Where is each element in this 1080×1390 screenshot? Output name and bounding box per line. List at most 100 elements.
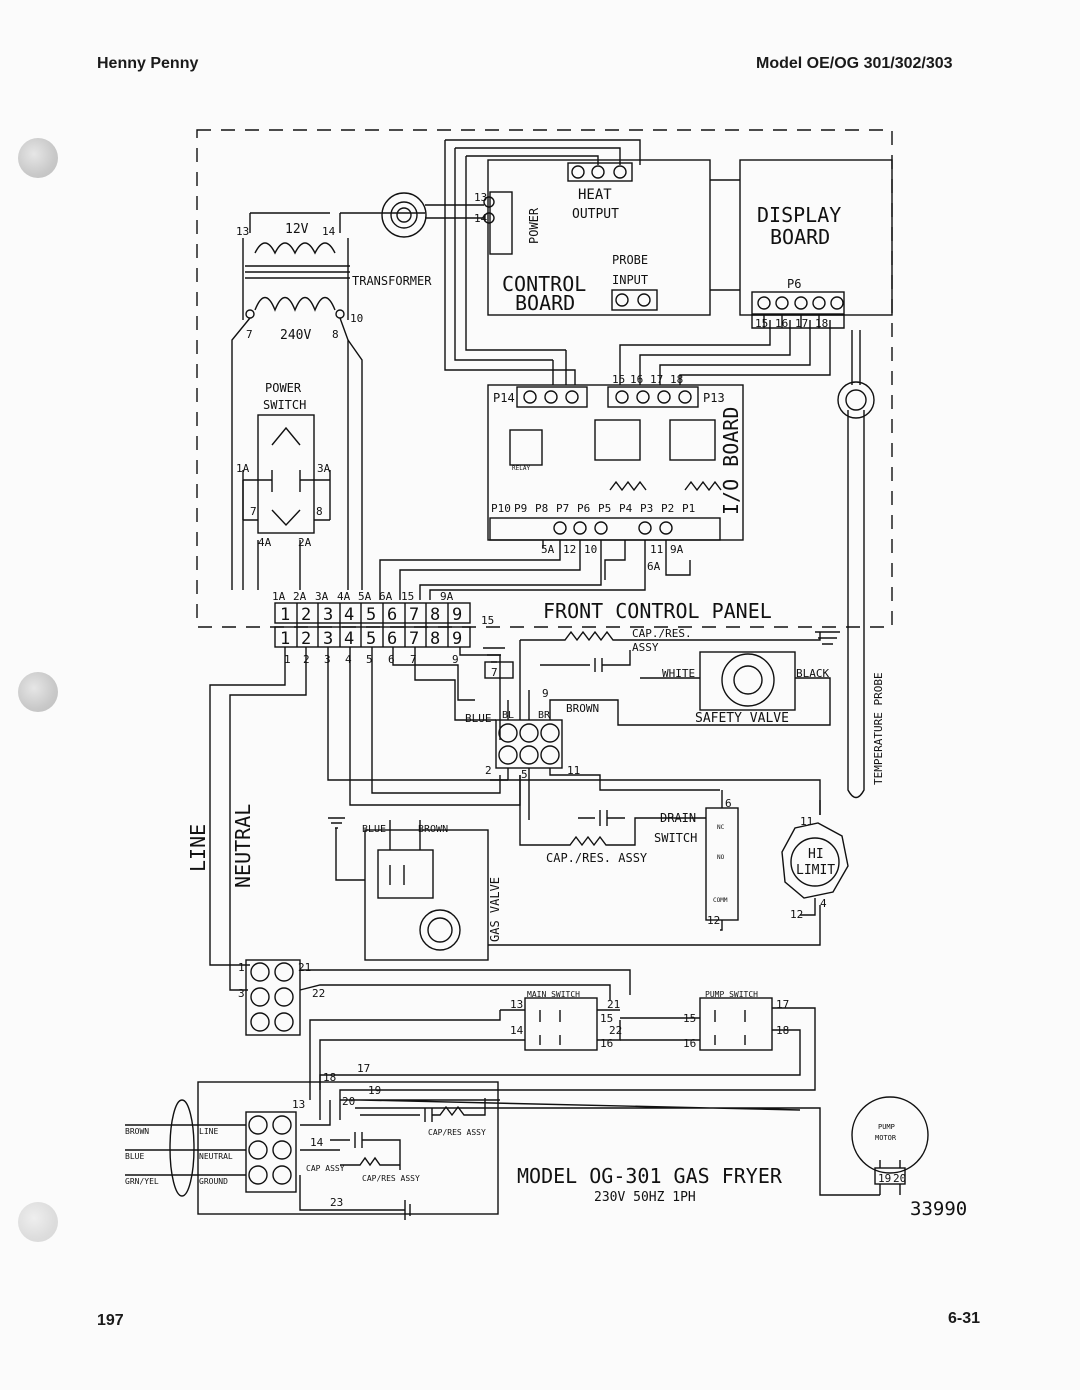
- strip-num-4: 4: [344, 605, 354, 625]
- power-label: POWER: [527, 207, 541, 244]
- wire-color-grnyel: GRN/YEL: [125, 1177, 159, 1186]
- io-pin-p7: P7: [556, 502, 569, 515]
- strip-top-2a: 2A: [293, 590, 307, 603]
- neutral-label: NEUTRAL: [231, 804, 255, 888]
- switch-label: SWITCH: [654, 831, 697, 845]
- current-sensor-ring: [381, 192, 427, 238]
- pump-label: PUMP: [878, 1123, 895, 1131]
- io-pin-p6: P6: [577, 502, 590, 515]
- wire-9a: 9A: [670, 543, 684, 556]
- center-connector: [495, 719, 563, 769]
- power-switch-line2: SWITCH: [263, 398, 306, 412]
- wire-1: 1: [238, 961, 245, 974]
- wire-11-limit: 11: [800, 815, 813, 828]
- display-pin-16: 16: [775, 317, 788, 330]
- wire-7: 7: [246, 328, 253, 341]
- wire-21: 21: [298, 961, 311, 974]
- strip-num-lower-6: 6: [387, 629, 397, 649]
- display-pin-15: 15: [755, 317, 768, 330]
- bl-label: BL: [502, 710, 514, 721]
- strip-num-lower-2: 2: [301, 629, 311, 649]
- strip-num-lower-3: 3: [323, 629, 333, 649]
- motor-20: 20: [893, 1172, 906, 1185]
- relay: [509, 429, 543, 466]
- pump-switch: [699, 997, 773, 1051]
- black-label: BLACK: [796, 667, 829, 680]
- strip-bottom-9: 9: [452, 653, 459, 666]
- wire-12-drain: 12: [707, 914, 720, 927]
- wire-22: 22: [312, 987, 325, 1000]
- strip-top-6a: 6A: [379, 590, 393, 603]
- wire-10-io: 10: [584, 543, 597, 556]
- wire-19: 19: [368, 1084, 381, 1097]
- wire-8: 8: [332, 328, 339, 341]
- strip-num-8: 8: [430, 605, 440, 625]
- wire-9: 9: [542, 687, 549, 700]
- ground-7: 7: [491, 666, 498, 679]
- wire-4a: 4A: [258, 536, 272, 549]
- io-pin-15: 15: [612, 373, 625, 386]
- temperature-probe-head: [837, 381, 875, 419]
- cord-strain-relief: [169, 1099, 195, 1197]
- comm-label: COMM: [713, 897, 728, 904]
- strip-top-15: 15: [401, 590, 414, 603]
- wire-15-strip: 15: [481, 614, 494, 627]
- header-model: Model OE/OG 301/302/303: [756, 55, 953, 72]
- wire-5a: 5A: [541, 543, 555, 556]
- wire-14: 14: [474, 212, 488, 225]
- cap-res-assy2-label: CAP./RES. ASSY: [546, 851, 648, 865]
- wire-2: 2: [485, 764, 492, 777]
- strip-top-9a: 9A: [440, 590, 454, 603]
- wire-11: 11: [567, 764, 580, 777]
- wire-5: 5: [521, 768, 528, 781]
- wire-17: 17: [357, 1062, 370, 1075]
- strip-top-1a: 1A: [272, 590, 286, 603]
- main-switch-21: 21: [607, 998, 620, 1011]
- brown-label: BROWN: [566, 702, 599, 715]
- wire-14-transformer: 14: [322, 225, 336, 238]
- main-switch-16: 16: [600, 1037, 613, 1050]
- front-control-panel-boundary: [196, 129, 893, 628]
- wire-13-transformer: 13: [236, 225, 249, 238]
- terminal-ground-label: GROUND: [199, 1177, 228, 1186]
- main-switch: [524, 997, 598, 1051]
- transformer-secondary: [254, 242, 336, 255]
- io-board-label: I/O BOARD: [719, 407, 743, 515]
- wire-20: 20: [342, 1095, 355, 1108]
- main-switch-label: MAIN SWITCH: [527, 990, 580, 999]
- io-pin-18: 18: [670, 373, 683, 386]
- relay-label: RELAY: [512, 465, 530, 472]
- hi-limit: [781, 822, 849, 899]
- io-board-bottom-pins: [553, 521, 673, 535]
- front-control-panel-label: FRONT CONTROL PANEL: [543, 599, 772, 623]
- strip-bottom-1: 1: [284, 653, 291, 666]
- io-pin-p4: P4: [619, 502, 633, 515]
- terminal-line-label: LINE: [199, 1127, 218, 1136]
- footer-section-page: 6-31: [948, 1310, 981, 1327]
- diagram-subtitle: 230V 50HZ 1PH: [594, 1190, 696, 1205]
- io-board: [487, 384, 744, 541]
- input-label: INPUT: [612, 273, 648, 287]
- drain-label: DRAIN: [660, 811, 696, 825]
- punch-hole-bottom: [18, 1202, 58, 1242]
- br-label: BR: [538, 710, 551, 721]
- strip-num-lower-8: 8: [430, 629, 440, 649]
- wire-10: 10: [350, 312, 363, 325]
- terminal-strip-upper: [274, 602, 471, 624]
- wire-12-limit: 12: [790, 908, 803, 921]
- strip-bottom-3: 3: [324, 653, 331, 666]
- gas-valve-label: GAS VALVE: [488, 877, 502, 942]
- wire-3a: 3A: [317, 462, 331, 475]
- white-label: WHITE: [662, 667, 695, 680]
- pump-motor: [851, 1096, 929, 1174]
- wire-11-io: 11: [650, 543, 663, 556]
- drawing-number: 33990: [910, 1198, 967, 1220]
- p14-label: P14: [493, 391, 515, 405]
- display-board-pins: [757, 296, 844, 310]
- wire-18: 18: [323, 1071, 336, 1084]
- strip-num-3: 3: [323, 605, 333, 625]
- footer-page-number: 197: [97, 1312, 124, 1329]
- power-switch-7: 7: [250, 505, 257, 518]
- safety-valve: [699, 651, 796, 711]
